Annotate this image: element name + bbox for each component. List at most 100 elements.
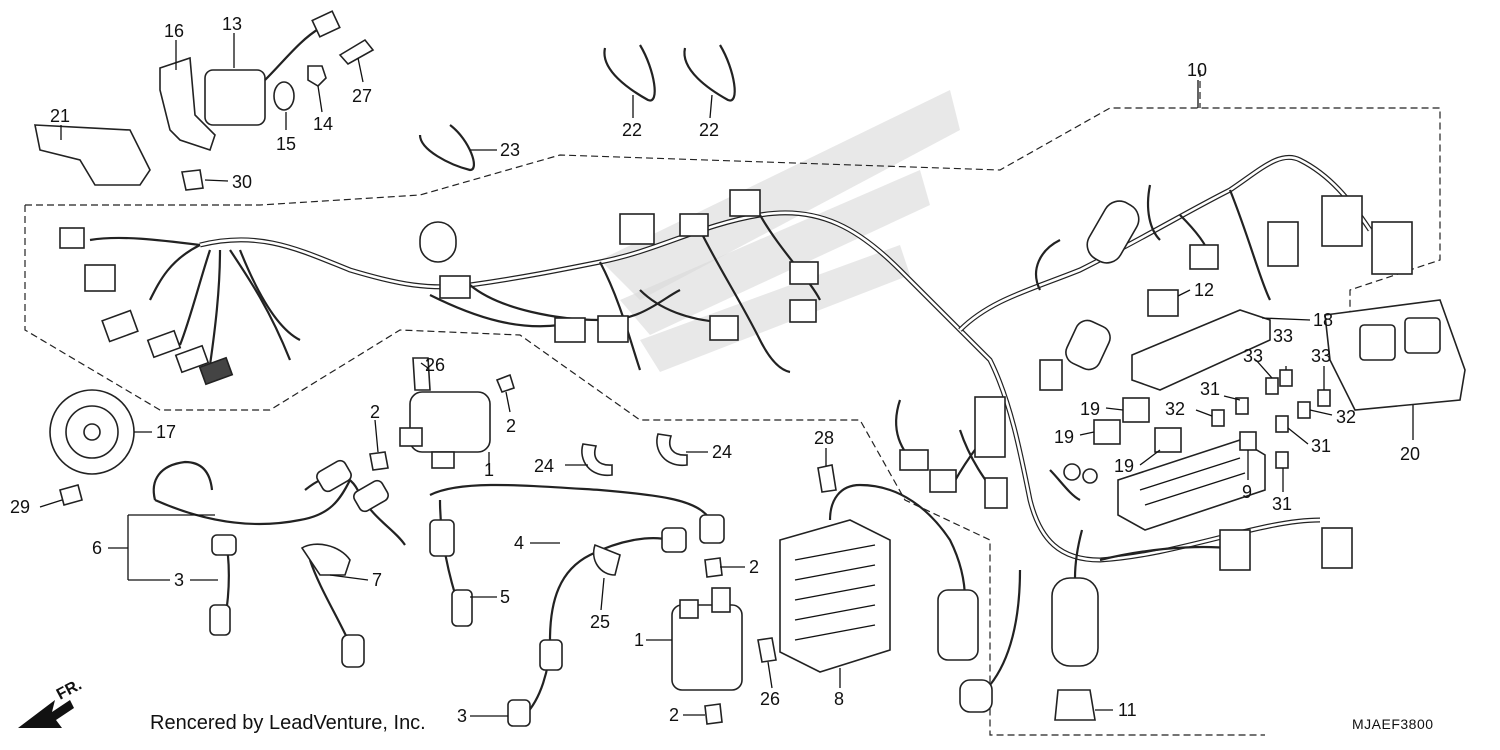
callout-19-b: 19: [1054, 427, 1074, 447]
callout-1-a: 1: [484, 460, 494, 480]
callout-14: 14: [313, 114, 333, 134]
connector-center-a: [619, 213, 655, 245]
direction-label: FR.: [54, 676, 85, 703]
connector-right-d: [1371, 221, 1413, 275]
callout-8: 8: [834, 689, 844, 709]
callout-22-a: 22: [622, 120, 642, 140]
connector-right-h: [929, 469, 957, 493]
sensor-parts-right: [959, 529, 1099, 721]
spark-plug-leads-left: [152, 459, 406, 668]
callout-29: 29: [10, 497, 30, 517]
connector-tube: [1086, 200, 1140, 264]
callout-2-b: 2: [506, 416, 516, 436]
nut-2-left: [369, 451, 389, 471]
callout-3-b: 3: [457, 706, 467, 726]
grommet-15: [273, 81, 295, 111]
bolt-28: [817, 464, 837, 493]
fuse-box-group: [1065, 289, 1466, 531]
connector-right-e: [974, 396, 1006, 458]
connector-right-j: [1219, 529, 1251, 571]
harness-connectors: [59, 189, 1413, 571]
unit-13-plug: [311, 10, 341, 38]
callout-15: 15: [276, 134, 296, 154]
relay-lower: [671, 587, 777, 725]
connector-harness-clip: [439, 275, 471, 299]
spark-plug-leads-center: [429, 483, 725, 727]
callout-31-a: 31: [1200, 379, 1220, 399]
connector-center-h: [789, 299, 817, 323]
clip-24-b: [656, 433, 688, 466]
diagram-code: MJAEF3800: [1352, 716, 1434, 732]
callout-19-c: 19: [1114, 456, 1134, 476]
clips: [581, 433, 688, 576]
fuse-33-c: [1317, 389, 1331, 407]
bracket-21: [34, 124, 151, 186]
assembly-outline: [24, 70, 1441, 736]
callout-2-a: 2: [370, 402, 380, 422]
leader-lines: [39, 33, 1414, 717]
render-credit: Rencered by LeadVenture, Inc.: [150, 712, 426, 734]
connector-eyelet-b: [1082, 468, 1098, 484]
callout-24-a: 24: [534, 456, 554, 476]
callout-12: 12: [1194, 280, 1214, 300]
callout-18: 18: [1313, 310, 1333, 330]
fuse-32-b: [1297, 401, 1311, 419]
connector-right-i: [984, 477, 1008, 509]
connector-eyelet-a: [1063, 463, 1081, 481]
top-left-parts: [34, 10, 375, 191]
connector-left-b: [84, 264, 116, 292]
callout-31-c: 31: [1272, 494, 1292, 514]
callout-20: 20: [1400, 444, 1420, 464]
connector-center-e: [597, 315, 629, 343]
fuse-9: [1239, 431, 1257, 451]
callout-33-c: 33: [1311, 346, 1331, 366]
connector-right-b: [1267, 221, 1299, 267]
callout-28: 28: [814, 428, 834, 448]
callout-17: 17: [156, 422, 176, 442]
tie-bands: [418, 44, 736, 172]
regulator-rectifier-8: [779, 464, 979, 673]
callout-26-a: 26: [425, 355, 445, 375]
connector-right-f: [1039, 359, 1063, 391]
callout-24-b: 24: [712, 442, 732, 462]
relay-19-c: [1154, 427, 1182, 453]
callout-6: 6: [92, 538, 102, 558]
connector-center-d: [554, 317, 586, 343]
nut-2-top: [495, 373, 515, 393]
nut-14: [307, 65, 327, 88]
front-arrow-icon: [18, 700, 74, 728]
callout-5: 5: [500, 587, 510, 607]
callout-1-b: 1: [634, 630, 644, 650]
callout-9: 9: [1242, 482, 1252, 502]
callout-33-a: 33: [1273, 326, 1293, 346]
callout-19-a: 19: [1080, 399, 1100, 419]
fuse-32-a: [1211, 409, 1225, 427]
callout-11: 11: [1118, 700, 1137, 720]
callout-26-b: 26: [760, 689, 780, 709]
callout-4: 4: [514, 533, 524, 553]
connector-left-a: [59, 227, 85, 249]
connector-right-g: [899, 449, 929, 471]
coil-right: [1065, 319, 1111, 371]
fuse-31-a: [1235, 397, 1249, 415]
callout-7: 7: [372, 570, 382, 590]
bolt-30: [181, 169, 204, 191]
callout-2-d: 2: [669, 705, 679, 725]
connector-right-k: [1321, 527, 1353, 569]
clip-25: [593, 543, 621, 576]
unit-13: [204, 69, 266, 126]
horn-17: [49, 389, 135, 506]
callout-22-b: 22: [699, 120, 719, 140]
callout-27: 27: [352, 86, 372, 106]
connector-center-f: [709, 315, 739, 341]
callout-31-b: 31: [1311, 436, 1331, 456]
connector-canister: [419, 221, 457, 263]
nut-2-bottom: [704, 703, 723, 725]
connector-left-e: [174, 344, 210, 374]
callout-2-c: 2: [749, 557, 759, 577]
front-direction-indicator: FR.: [18, 676, 85, 728]
relay-12: [1147, 289, 1179, 317]
relay-19-b: [1093, 419, 1121, 445]
relay-19-a: [1122, 397, 1150, 423]
